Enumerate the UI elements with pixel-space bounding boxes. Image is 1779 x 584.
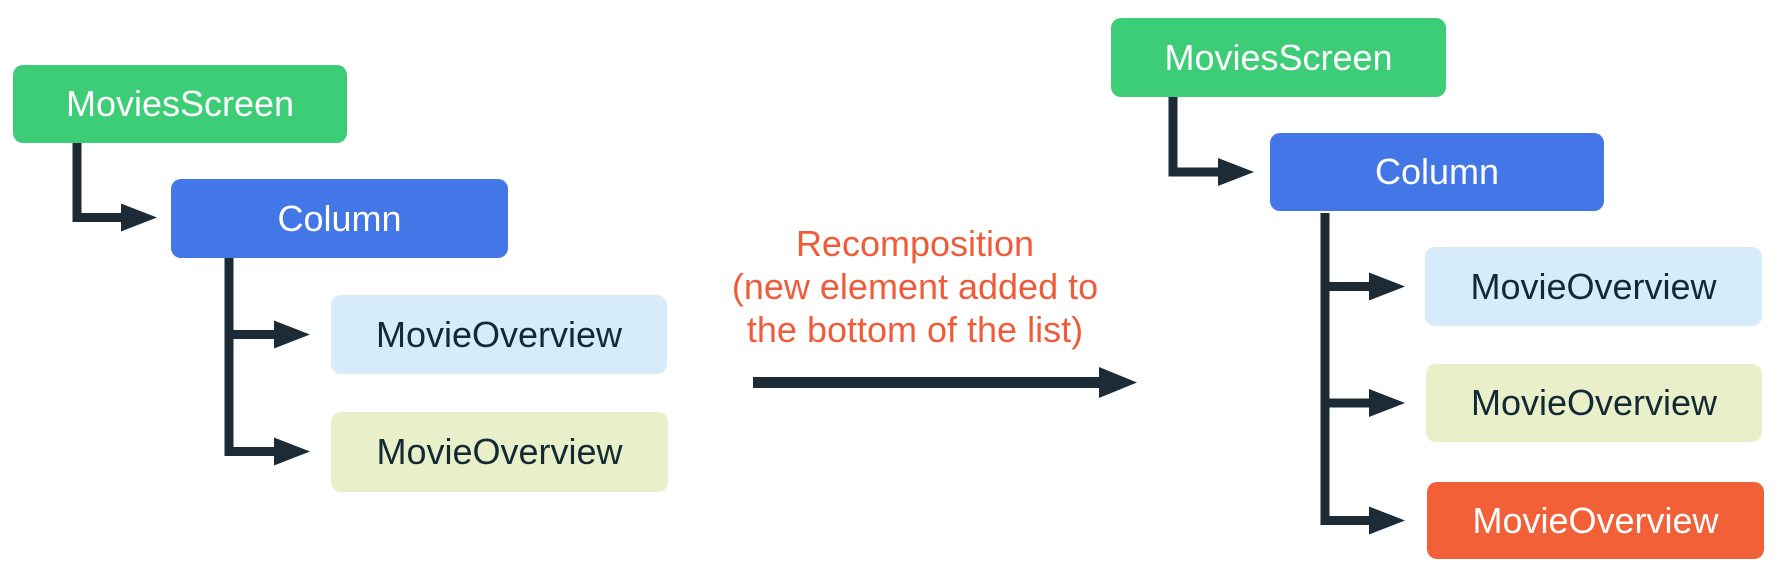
before-root-elbow-arrow-icon xyxy=(72,143,157,232)
recomposition-arrow-icon xyxy=(753,367,1137,398)
annotation-line-1: Recomposition xyxy=(795,223,1035,264)
before-movieoverview-node-1: MovieOverview xyxy=(331,295,667,374)
after-movieoverview-label-3: MovieOverview xyxy=(1472,499,1719,541)
before-children-branch-arrows-icon xyxy=(224,258,310,466)
annotation-line-2: (new element added to xyxy=(731,266,1099,307)
after-movieoverview-label-2: MovieOverview xyxy=(1470,382,1718,423)
after-column-label: Column xyxy=(1374,151,1500,192)
after-moviesscreen-label: MoviesScreen xyxy=(1164,36,1393,78)
after-movieoverview-node-1: MovieOverview xyxy=(1425,247,1762,326)
after-movieoverview-node-3-new: MovieOverview xyxy=(1427,482,1764,559)
after-movieoverview-node-2: MovieOverview xyxy=(1426,364,1762,442)
after-column-node: Column xyxy=(1270,133,1604,211)
after-root-elbow-arrow-icon xyxy=(1168,97,1254,186)
before-column-node: Column xyxy=(171,179,508,258)
recomposition-annotation: Recomposition (new element added to the … xyxy=(715,222,1115,351)
before-movieoverview-node-2: MovieOverview xyxy=(331,412,668,492)
before-moviesscreen-label: MoviesScreen xyxy=(65,83,295,124)
after-moviesscreen-node: MoviesScreen xyxy=(1111,18,1446,97)
before-movieoverview-label-2: MovieOverview xyxy=(376,431,623,472)
before-movieoverview-label-1: MovieOverview xyxy=(375,313,623,355)
after-movieoverview-label-1: MovieOverview xyxy=(1470,265,1717,307)
after-children-branch-arrows-icon xyxy=(1320,213,1405,535)
before-moviesscreen-node: MoviesScreen xyxy=(13,65,347,143)
annotation-line-3: the bottom of the list) xyxy=(746,309,1084,350)
before-column-label: Column xyxy=(277,197,402,239)
